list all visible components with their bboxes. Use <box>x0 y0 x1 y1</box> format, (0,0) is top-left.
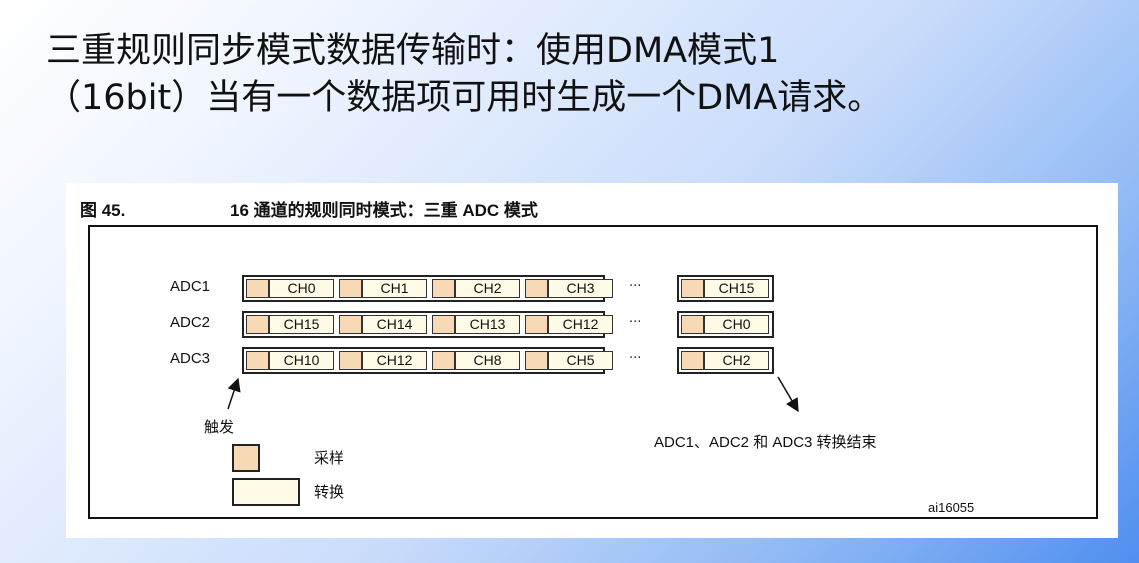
conversion-cell: CH12 <box>362 351 427 370</box>
sample-cell <box>246 315 269 334</box>
sample-cell <box>246 351 269 370</box>
arrows-layer <box>227 376 799 413</box>
sample-cell <box>681 279 704 298</box>
conversion-cell: CH15 <box>704 279 769 298</box>
slide-title-line1: 三重规则同步模式数据传输时：使用DMA模式1 <box>46 31 780 71</box>
conversion-cell: CH5 <box>548 351 613 370</box>
sample-cell <box>339 315 362 334</box>
sample-cell <box>339 279 362 298</box>
sample-cell <box>525 279 548 298</box>
sample-cell <box>339 351 362 370</box>
adc-sequence-strip: CH10 CH12 CH8 CH5 <box>242 347 613 374</box>
figure-frame <box>88 225 1098 519</box>
sample-cell <box>681 315 704 334</box>
slide-title-line2: （16bit）当有一个数据项可用时生成一个DMA请求。 <box>46 78 883 118</box>
end-of-conversion-label: ADC1、ADC2 和 ADC3 转换结束 <box>654 434 877 451</box>
sample-cell <box>246 279 269 298</box>
conversion-cell: CH0 <box>269 279 334 298</box>
conversion-cell: CH10 <box>269 351 334 370</box>
adc-sequence-strip: CH0 CH1 CH2 CH3 <box>242 275 613 302</box>
ellipsis: ··· <box>629 351 642 366</box>
adc-sequence-strip: CH15 CH14 CH13 CH12 <box>242 311 613 338</box>
sample-cell <box>681 351 704 370</box>
ellipsis: ··· <box>629 315 642 330</box>
conversion-cell: CH13 <box>455 315 520 334</box>
end-of-conversion-arrow <box>777 376 799 413</box>
sample-cell <box>432 351 455 370</box>
sample-cell <box>525 351 548 370</box>
adc-row-label: ADC2 <box>170 314 211 331</box>
conversion-cell: CH2 <box>704 351 769 370</box>
conversion-cell: CH15 <box>269 315 334 334</box>
figure-number: 图 45. <box>80 201 126 220</box>
ellipsis: ··· <box>629 279 642 294</box>
conversion-cell: CH3 <box>548 279 613 298</box>
legend-sample-label: 采样 <box>314 450 345 467</box>
conversion-cell: CH8 <box>455 351 520 370</box>
conversion-cell: CH1 <box>362 279 427 298</box>
trigger-arrow <box>227 377 241 410</box>
sample-cell <box>432 315 455 334</box>
adc-last-strip: CH2 <box>677 347 774 374</box>
figure-caption: 图 45. 16 通道的规则同时模式：三重 ADC 模式 <box>80 196 538 221</box>
legend-conversion-label: 转换 <box>314 484 345 501</box>
adc-row-label: ADC1 <box>170 278 211 295</box>
conversion-cell: CH14 <box>362 315 427 334</box>
slide-title: 三重规则同步模式数据传输时：使用DMA模式1 （16bit）当有一个数据项可用时… <box>46 28 1136 122</box>
sample-cell <box>525 315 548 334</box>
legend-conversion-swatch <box>232 478 300 506</box>
conversion-cell: CH12 <box>548 315 613 334</box>
trigger-label: 触发 <box>204 419 235 436</box>
adc-last-strip: CH0 <box>677 311 774 338</box>
figure-id: ai16055 <box>928 500 975 515</box>
adc-last-strip: CH15 <box>677 275 774 302</box>
legend-sample-swatch <box>232 444 260 472</box>
conversion-cell: CH0 <box>704 315 769 334</box>
sample-cell <box>432 279 455 298</box>
figure-caption-text: 16 通道的规则同时模式：三重 ADC 模式 <box>230 201 538 220</box>
adc-row-label: ADC3 <box>170 350 211 367</box>
conversion-cell: CH2 <box>455 279 520 298</box>
